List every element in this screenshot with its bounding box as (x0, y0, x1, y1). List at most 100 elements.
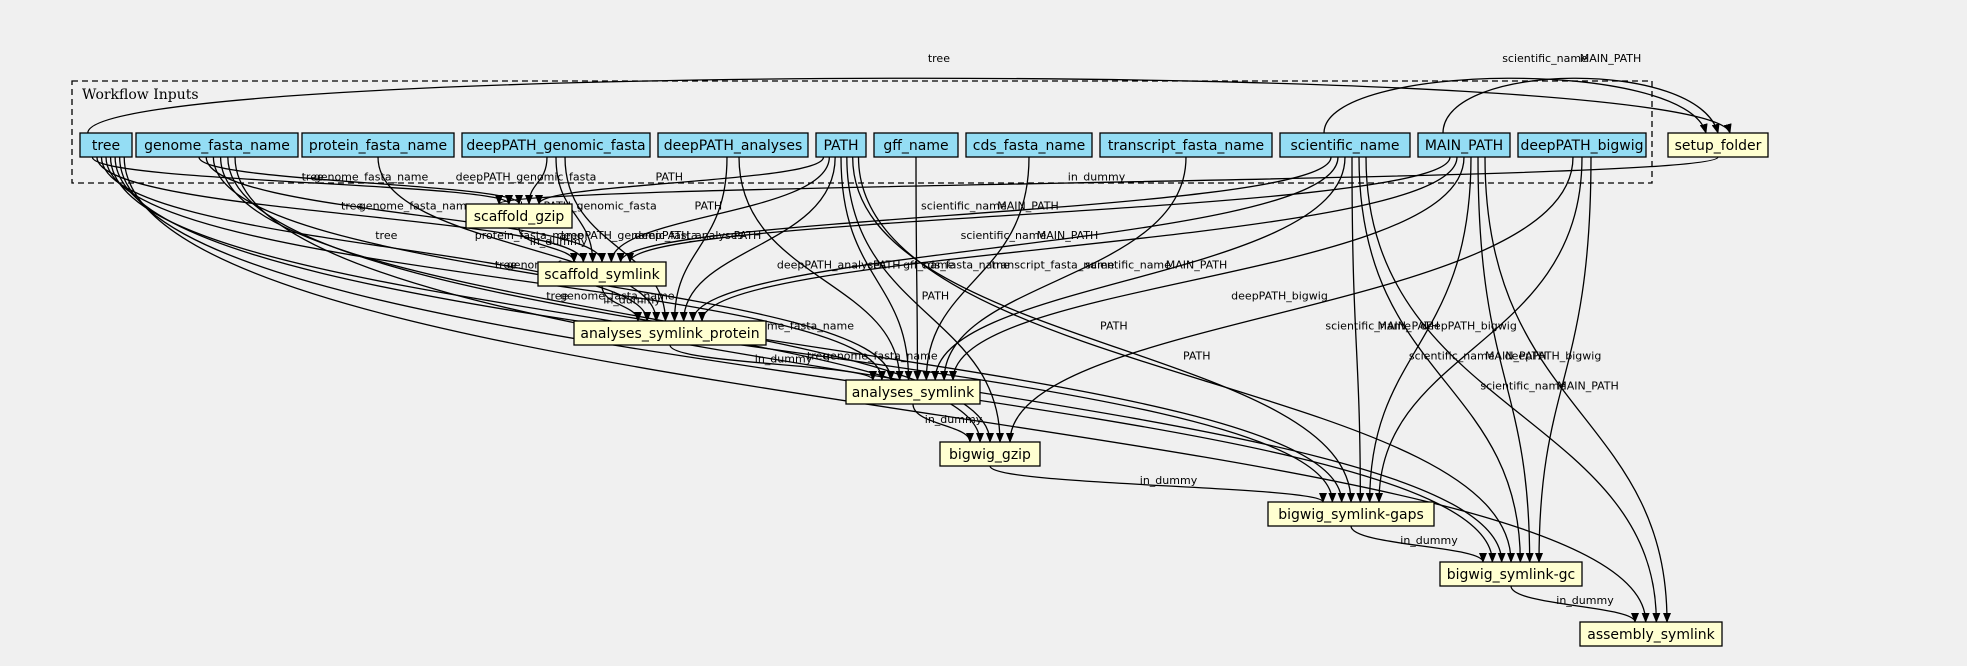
input-node-main-path[interactable]: MAIN_PATH (1417, 132, 1511, 158)
input-node-genome-fasta-name[interactable]: genome_fasta_name (135, 132, 299, 158)
input-node-protein-fasta-name[interactable]: protein_fasta_name (301, 132, 455, 158)
input-node-tree[interactable]: tree (79, 132, 133, 158)
input-node-gff-name[interactable]: gff_name (873, 132, 959, 158)
step-node-scaffold-symlink[interactable]: scaffold_symlink (537, 261, 667, 287)
node-label: deepPATH_analyses (664, 138, 803, 154)
node-label: scaffold_symlink (544, 267, 660, 283)
edge-setup-folder-to-scaffold-gzip (495, 156, 1719, 205)
edge-label: PATH (655, 171, 683, 184)
edge-label: MAIN_PATH (1378, 320, 1440, 333)
edge-label: deepPATH_bigwig (1231, 290, 1328, 303)
edge-tree-to-bigwig-symlink-gc (119, 156, 1497, 563)
node-box (135, 132, 299, 158)
edge-label: transcript_fasta_name (992, 259, 1115, 272)
edge-label: gff_name (903, 259, 954, 272)
edge-genome-fasta-name-to-bigwig-symlink-gc (234, 156, 1506, 563)
step-node-setup-folder[interactable]: setup_folder (1667, 132, 1769, 158)
step-node-analyses-symlink[interactable]: analyses_symlink (845, 379, 981, 405)
edge-label: MAIN_PATH (1485, 350, 1547, 363)
edge-label: scientific_name (1502, 52, 1588, 65)
node-label: analyses_symlink_protein (580, 326, 759, 342)
edge-path-to-scaffold-symlink (607, 156, 830, 263)
edge-cds-fasta-name-to-analyses-symlink (922, 156, 1030, 381)
edge-label: protein_fasta_name (475, 229, 584, 242)
node-box (1439, 561, 1583, 587)
input-node-scientific-name[interactable]: scientific_name (1279, 132, 1411, 158)
edge-label: tree (302, 171, 324, 184)
edge-label: genome_fasta_name (823, 350, 938, 363)
edge-main-path-to-bigwig-symlink-gaps (1365, 156, 1472, 503)
edge-label: PATH (922, 290, 950, 303)
step-node-bigwig-gzip[interactable]: bigwig_gzip (939, 441, 1041, 467)
edge-label: PATH (1183, 350, 1211, 363)
node-label: scientific_name (1291, 138, 1400, 154)
node-box (965, 132, 1093, 158)
edge-path-to-analyses-symlink (840, 156, 913, 381)
node-box (1099, 132, 1273, 158)
input-node-deeppath-genomic-fasta[interactable]: deepPATH_genomic_fasta (461, 132, 651, 158)
edge-path-to-analyses-symlink-protein (679, 156, 836, 322)
edge-bigwig-symlink-gc-to-assembly-symlink (1510, 585, 1639, 623)
edge-label: in_dummy (1140, 474, 1198, 487)
edge-label: genome_fasta_name (739, 320, 854, 333)
input-node-deeppath-analyses[interactable]: deepPATH_analyses (657, 132, 809, 158)
step-node-bigwig-symlink-gaps[interactable]: bigwig_symlink-gaps (1267, 501, 1435, 527)
edge-label: tree (807, 350, 829, 363)
edge-main-path-to-setup-folder (1442, 77, 1720, 134)
edge-label: in_dummy (603, 294, 661, 307)
edge-labels-layer: scientific_nameMAIN_PATHtreein_dummytree… (302, 52, 1642, 607)
edge-scientific-name-to-analyses-symlink-protein (688, 156, 1339, 322)
edge-label: scientific_name (921, 200, 1007, 213)
edge-main-path-to-assembly-symlink (1484, 156, 1671, 623)
workflow-inputs-cluster: Workflow Inputs (71, 80, 1653, 184)
edge-label: PATH (695, 200, 723, 213)
edge-scientific-name-to-setup-folder (1323, 77, 1708, 134)
node-box (465, 203, 573, 229)
cluster-label: Workflow Inputs (82, 87, 199, 103)
edge-label: PATH (734, 229, 762, 242)
step-node-assembly-symlink[interactable]: assembly_symlink (1579, 621, 1723, 647)
edge-main-path-to-scaffold-symlink (626, 156, 1451, 263)
node-box (657, 132, 809, 158)
edge-label: tree (375, 229, 397, 242)
input-node-deeppath-bigwig[interactable]: deepPATH_bigwig (1517, 132, 1647, 158)
edge-scaffold-symlink-to-analyses-symlink-protein (601, 285, 642, 322)
input-node-path[interactable]: PATH (815, 132, 867, 158)
edge-deeppath-analyses-to-analyses-symlink-protein (670, 156, 728, 322)
edge-label: MAIN_PATH (1557, 380, 1619, 393)
step-node-analyses-symlink-protein[interactable]: analyses_symlink_protein (573, 320, 767, 346)
edge-label: PATH (1100, 320, 1128, 333)
node-label: analyses_symlink (852, 385, 975, 401)
edge-label: MAIN_PATH (1037, 229, 1099, 242)
edge-tree-to-scaffold-gzip (91, 156, 513, 205)
edge-deeppath-analyses-to-analyses-symlink (738, 156, 904, 381)
edge-deeppath-genomic-fasta-to-scaffold-gzip (525, 156, 548, 205)
node-label: MAIN_PATH (1425, 138, 1503, 154)
node-box (537, 261, 667, 287)
edge-main-path-to-analyses-symlink (949, 156, 1465, 381)
node-label: genome_fasta_name (144, 138, 290, 154)
node-box (939, 441, 1041, 467)
node-box (1279, 132, 1411, 158)
node-label: transcript_fasta_name (1108, 138, 1264, 154)
edge-bigwig-gzip-to-bigwig-symlink-gaps (989, 465, 1327, 503)
edge-scientific-name-to-bigwig-symlink-gc (1358, 156, 1525, 563)
edge-scientific-name-to-assembly-symlink (1365, 156, 1661, 623)
edge-tree-to-setup-folder (87, 77, 1732, 134)
edge-main-path-to-bigwig-symlink-gc (1477, 156, 1534, 563)
node-label: bigwig_symlink-gc (1447, 567, 1576, 583)
step-node-bigwig-symlink-gc[interactable]: bigwig_symlink-gc (1439, 561, 1583, 587)
edge-label: MAIN_PATH (1580, 52, 1642, 65)
edge-label: in_dummy (1556, 594, 1614, 607)
node-box (1579, 621, 1723, 647)
edge-label: cds_fasta_name (921, 259, 1010, 272)
input-node-transcript-fasta-name[interactable]: transcript_fasta_name (1099, 132, 1273, 158)
input-node-cds-fasta-name[interactable]: cds_fasta_name (965, 132, 1093, 158)
step-node-scaffold-gzip[interactable]: scaffold_gzip (465, 203, 573, 229)
edge-label: in_dummy (530, 235, 588, 248)
edge-scientific-name-to-scaffold-symlink (616, 156, 1332, 263)
node-box (1667, 132, 1769, 158)
edge-label: in_dummy (755, 353, 813, 366)
edge-deeppath-bigwig-to-bigwig-symlink-gaps (1375, 156, 1583, 503)
node-box (461, 132, 651, 158)
